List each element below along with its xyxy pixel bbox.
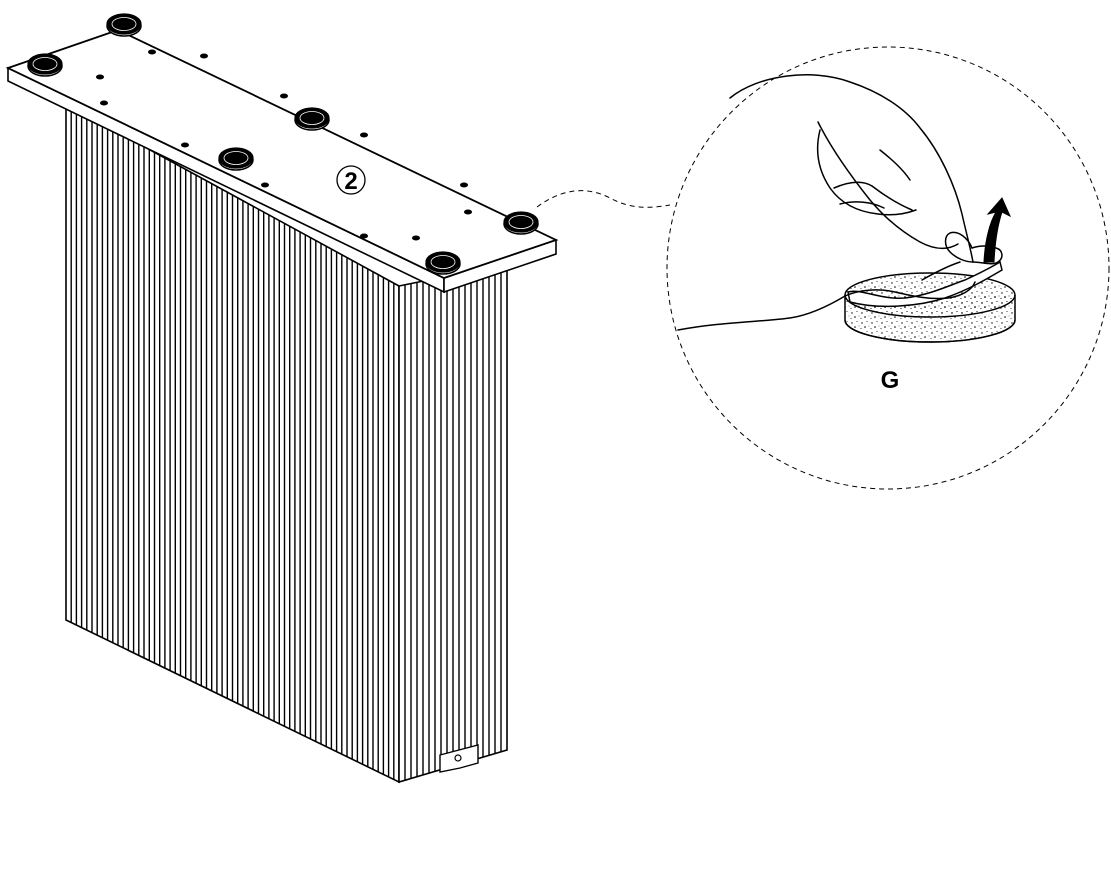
lid-top-surface xyxy=(5,29,559,279)
peel-arrow xyxy=(983,197,1012,263)
detail-magnifier-circle xyxy=(666,46,1110,490)
screw-hole xyxy=(181,142,189,148)
felt-pad xyxy=(425,251,461,275)
screw-hole xyxy=(412,235,420,241)
screw-hole xyxy=(96,74,104,80)
step-number-callout: 2 xyxy=(336,165,366,195)
side-pleats xyxy=(404,265,502,781)
felt-pad xyxy=(218,147,254,171)
screw-holes xyxy=(96,49,472,241)
part-label: G xyxy=(881,367,900,394)
felt-pad xyxy=(106,13,142,37)
screw-hole xyxy=(464,209,472,215)
screw-hole xyxy=(360,132,368,138)
filter-body xyxy=(65,102,508,784)
front-pleats xyxy=(70,106,395,780)
felt-pad xyxy=(503,211,539,235)
screw-hole xyxy=(280,93,288,99)
screw-hole xyxy=(261,182,269,188)
screw-hole xyxy=(100,100,108,106)
mounting-tab xyxy=(439,744,479,773)
screw-hole xyxy=(148,49,156,55)
screw-hole xyxy=(200,53,208,59)
felt-pad xyxy=(27,53,63,77)
screw-hole xyxy=(360,233,368,239)
filter-lid: 2 xyxy=(5,13,559,294)
felt-pad xyxy=(294,107,330,131)
callout-leader-line xyxy=(536,190,671,208)
hand-illustration xyxy=(677,74,1003,331)
screw-hole xyxy=(460,182,468,188)
felt-pads xyxy=(27,13,539,275)
step-number: 2 xyxy=(344,168,357,195)
felt-pad-detail xyxy=(844,272,1016,343)
